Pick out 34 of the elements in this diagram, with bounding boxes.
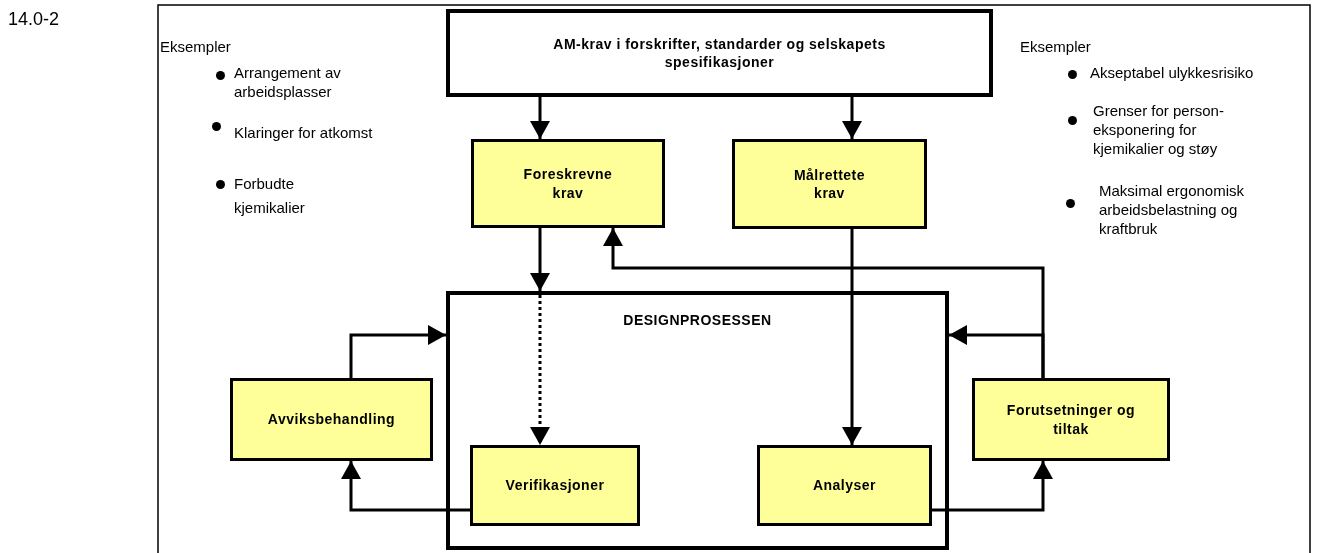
figure-number: 14.0-2	[8, 8, 61, 31]
process-box	[471, 139, 665, 228]
process-box	[470, 445, 640, 526]
process-box	[732, 139, 927, 229]
box-label: Avviksbehandling	[267, 410, 396, 429]
arrow	[530, 295, 550, 445]
box-label: Analyser	[812, 476, 877, 495]
bullet-item: Akseptabel ulykkesrisiko	[1090, 64, 1255, 83]
process-box	[446, 291, 949, 550]
heading: Eksempler	[1020, 38, 1092, 57]
bullet-item: Arrangement av arbeidsplasser	[234, 64, 342, 102]
process-box	[446, 9, 993, 97]
arrow	[530, 97, 550, 139]
box-label: Foreskrevne krav	[522, 165, 614, 202]
box-label: Målrettete krav	[792, 165, 867, 203]
arrow	[349, 325, 446, 378]
arrow	[842, 229, 862, 445]
process-box	[757, 445, 932, 526]
arrow	[842, 97, 862, 139]
arrow	[341, 461, 470, 512]
box-label: DESIGNPROSESSEN	[623, 311, 772, 330]
arrow	[932, 461, 1053, 512]
process-box	[972, 378, 1170, 461]
bullet-item: Forbudte kjemikalier	[234, 174, 306, 218]
box-label: AM-krav i forskrifter, standarder og selskapets spesifikasjoner	[552, 34, 887, 72]
bullet-item: Klaringer for atkomst	[234, 124, 374, 143]
heading: Eksempler	[160, 38, 232, 57]
process-box	[230, 378, 433, 461]
arrow	[530, 228, 550, 291]
box-label: Verifikasjoner	[505, 476, 605, 495]
box-label: Forutsetninger og tiltak	[1005, 401, 1137, 438]
bullet-item: Grenser for person- eksponering for kjemikalier og støy	[1093, 102, 1225, 159]
bullet-item: Maksimal ergonomisk arbeidsbelastning og kraftbruk	[1099, 182, 1246, 239]
arrow	[949, 325, 1045, 378]
